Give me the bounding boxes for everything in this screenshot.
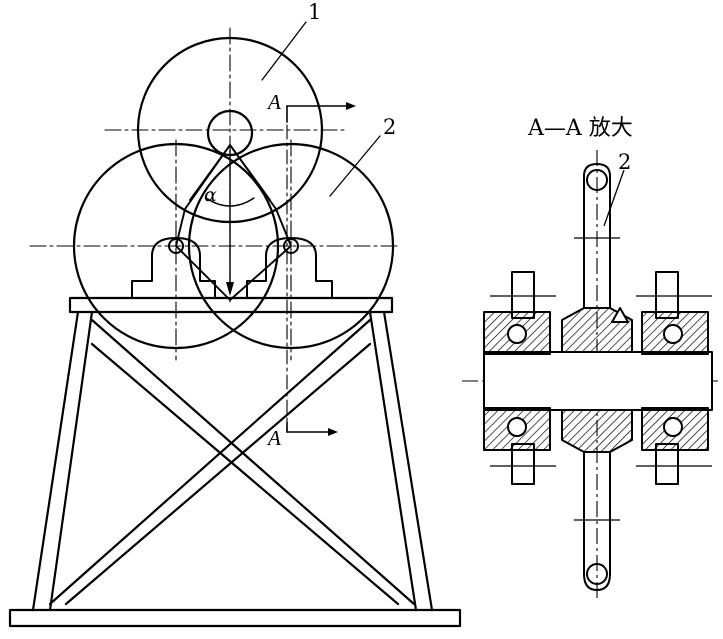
stand-frame	[8, 296, 462, 628]
section-leader	[603, 169, 625, 227]
right-bearing	[636, 271, 712, 485]
angle-label: α	[204, 184, 217, 206]
section-marker-top: A	[268, 90, 281, 114]
section-view	[462, 150, 718, 600]
hub	[561, 307, 633, 453]
section-plane-a-a	[286, 102, 356, 436]
wheel-disk	[574, 163, 620, 591]
link-mechanism	[175, 144, 292, 301]
part-1-label: 1	[308, 0, 322, 24]
part-2-section-label: 2	[618, 150, 632, 174]
section-marker-bottom: A	[268, 426, 281, 450]
section-title: A—A 放大	[528, 116, 633, 141]
leader-lines	[261, 21, 381, 197]
left-bearing	[483, 271, 556, 485]
shaft	[483, 351, 713, 411]
bearing-supports	[131, 237, 333, 299]
part-2-front-label: 2	[383, 115, 397, 139]
front-view	[8, 21, 462, 628]
